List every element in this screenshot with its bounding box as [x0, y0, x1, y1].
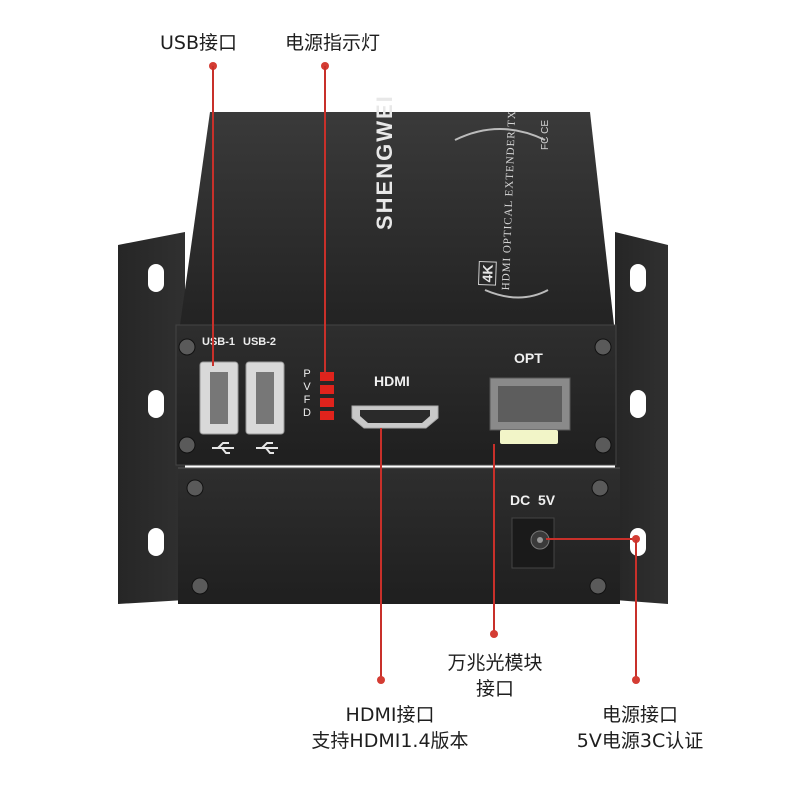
sfp-leader-dot [490, 630, 498, 638]
opt-port-label: OPT [514, 350, 543, 366]
usb-icon [212, 442, 278, 454]
led-letter-f: F [303, 394, 311, 406]
dc-leader-horizontal [546, 538, 636, 540]
screw-icon [178, 338, 612, 595]
led-letter-d: D [303, 407, 311, 419]
dc-leader-dot [632, 676, 640, 684]
dc-callout-line2: 5V电源3C认证 [576, 730, 704, 752]
power-led-leader-line [324, 66, 326, 374]
sfp-callout-label: 万兆光模块 接口 [430, 650, 560, 702]
cert-marks: FC CE [540, 120, 551, 150]
brand-logo-text: SHENGWEI [372, 94, 397, 230]
sfp-callout-line1: 万兆光模块 [447, 652, 543, 674]
led-letter-column: P V F D [300, 368, 314, 420]
sfp-latch [500, 430, 558, 444]
hdmi-callout-line2: 支持HDMI1.4版本 [311, 730, 469, 752]
dc-callout-line1: 电源接口 [601, 704, 678, 726]
dc-port-label: DC 5V [510, 492, 556, 508]
led-letter-v: V [303, 381, 311, 393]
dc-leader-top-dot [632, 535, 640, 543]
usb-leader-line [212, 66, 214, 366]
power-indicator-leds [320, 372, 334, 420]
dc-callout-label: 电源接口 5V电源3C认证 [565, 702, 715, 754]
usb-2-label: USB-2 [243, 336, 277, 348]
left-flange [118, 232, 185, 604]
hdmi-callout-line1: HDMI接口 [345, 704, 435, 726]
dc-leader-line [635, 540, 637, 680]
led-letter-p: P [303, 368, 311, 380]
hdmi-leader-line [380, 428, 382, 680]
hdmi-callout-label: HDMI接口 支持HDMI1.4版本 [305, 702, 475, 754]
resolution-badge: 4K [478, 261, 497, 286]
power-led-callout-label: 电源指示灯 [285, 32, 381, 54]
hdmi-leader-dot [377, 676, 385, 684]
sfp-leader-line [493, 444, 495, 634]
top-panel [180, 112, 614, 325]
hdmi-port-label: HDMI [374, 373, 410, 389]
usb-1-label: USB-1 [202, 336, 236, 348]
usb-callout-label: USB接口 [160, 32, 238, 54]
sfp-callout-line2: 接口 [475, 678, 514, 700]
flange-holes [148, 264, 646, 556]
right-flange [615, 232, 668, 604]
